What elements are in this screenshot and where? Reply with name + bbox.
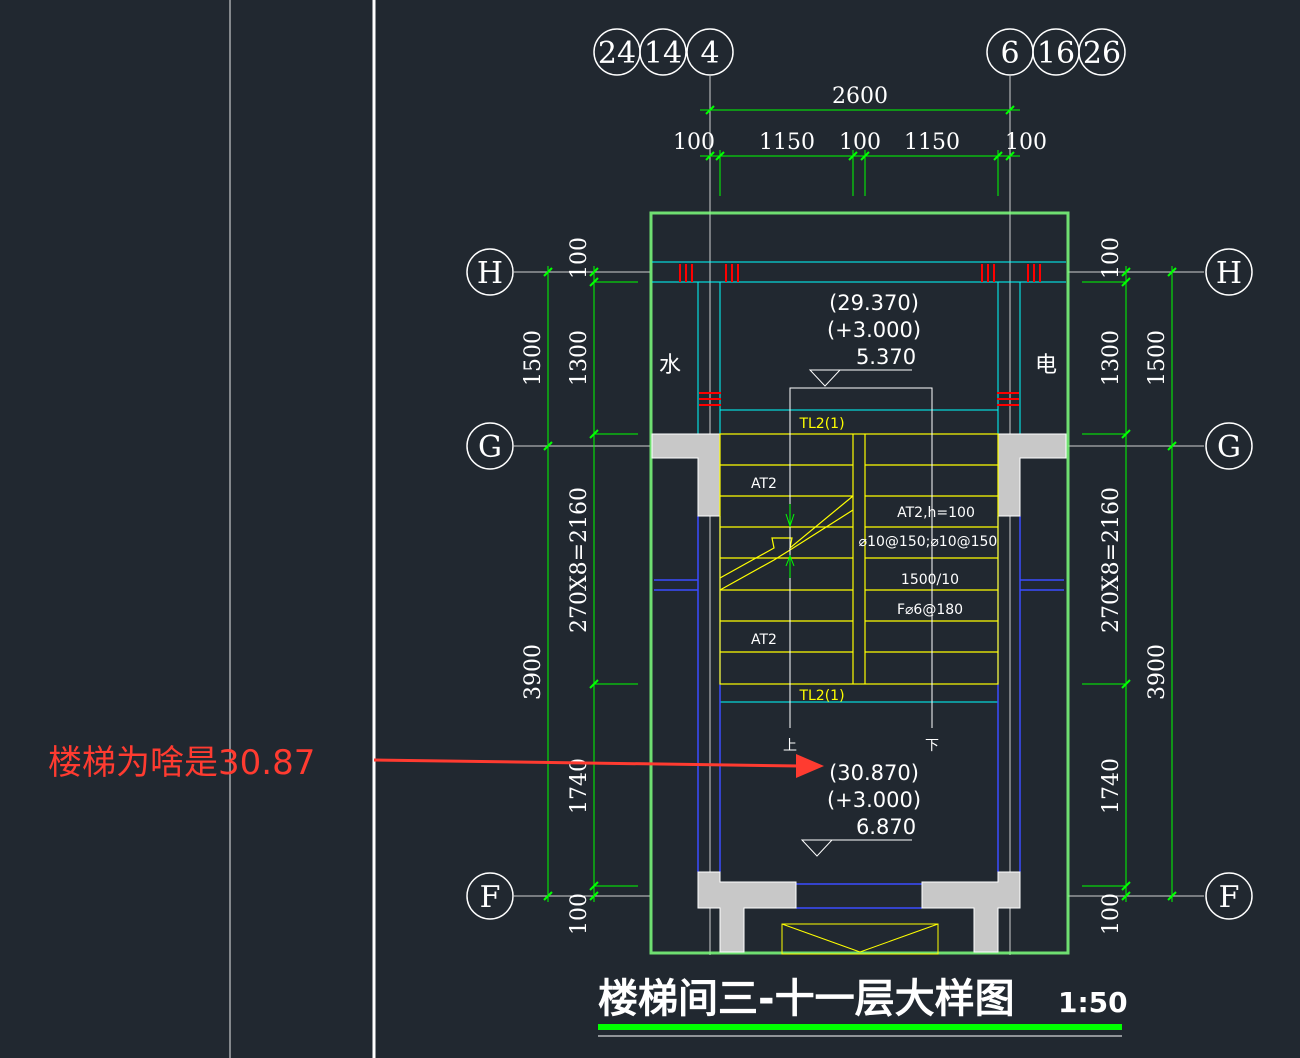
level-lower-line-3: 6.870 bbox=[856, 815, 916, 839]
dim-right-inner-3: 270X8=2160 bbox=[1099, 487, 1124, 633]
axis-label-6: 6 bbox=[1000, 36, 1019, 71]
level-upper-line-2: (+3.000) bbox=[827, 318, 921, 342]
level-marker-lower bbox=[800, 839, 912, 857]
dim-top-total: 2600 bbox=[832, 84, 888, 109]
label-at2-left-bottom: AT2 bbox=[751, 632, 777, 648]
stairwell-walls-blue bbox=[654, 516, 1064, 909]
dim-top-part-5: 100 bbox=[1005, 130, 1047, 155]
title-underline bbox=[598, 1024, 1122, 1030]
dim-top-part-4: 1150 bbox=[904, 130, 960, 155]
label-at2-left-top: AT2 bbox=[751, 476, 777, 492]
axis-label-f-left: F bbox=[480, 880, 501, 915]
label-tl2-top: TL2(1) bbox=[798, 416, 844, 432]
level-upper-line-3: 5.370 bbox=[856, 345, 916, 369]
axis-label-24: 24 bbox=[598, 36, 636, 71]
axis-label-g-right: G bbox=[1217, 430, 1241, 465]
axis-label-14: 14 bbox=[644, 36, 682, 71]
label-rebar-dist: F⌀6@180 bbox=[897, 602, 963, 618]
dim-right-inner-2: 1300 bbox=[1099, 330, 1124, 386]
dim-right-inner-1: 100 bbox=[1099, 237, 1124, 279]
side-dimension-lines bbox=[543, 266, 1177, 902]
user-annotation-text: 楼梯为啥是30.87 bbox=[48, 743, 315, 783]
label-down: 下 bbox=[925, 738, 939, 754]
walking-line bbox=[785, 387, 933, 728]
dim-left-inner-2: 1300 bbox=[567, 330, 592, 386]
dim-left-outer-2: 3900 bbox=[521, 644, 546, 700]
axis-label-26: 26 bbox=[1083, 36, 1121, 71]
label-rebar-ratio: 1500/10 bbox=[901, 572, 959, 588]
label-rebar-main: ⌀10@150;⌀10@150 bbox=[859, 534, 998, 550]
drawing-scale: 1:50 bbox=[1058, 986, 1128, 1019]
label-tl2-bottom: TL2(1) bbox=[798, 688, 844, 704]
dim-right-inner-4: 1740 bbox=[1099, 758, 1124, 814]
dim-top-part-2: 1150 bbox=[759, 130, 815, 155]
dim-left-inner-1: 100 bbox=[567, 237, 592, 279]
axis-label-4: 4 bbox=[700, 36, 719, 71]
stairwell-walls-cyan bbox=[652, 261, 1066, 703]
selection-highlight-frame[interactable] bbox=[649, 211, 1070, 955]
dim-left-inner-3: 270X8=2160 bbox=[567, 487, 592, 633]
label-water: 水 bbox=[659, 353, 681, 378]
axis-label-16: 16 bbox=[1037, 36, 1075, 71]
axis-bubbles-side bbox=[466, 248, 1253, 920]
label-electric: 电 bbox=[1035, 353, 1057, 378]
dim-top-part-3: 100 bbox=[839, 130, 881, 155]
axis-bubbles-top-left bbox=[593, 28, 734, 76]
level-lower-line-2: (+3.000) bbox=[827, 788, 921, 812]
level-lower-line-1: (30.870) bbox=[829, 761, 919, 785]
dim-top-part-1: 100 bbox=[673, 130, 715, 155]
dim-right-inner-5: 100 bbox=[1099, 893, 1124, 935]
axis-label-h-left: H bbox=[477, 256, 503, 291]
dim-right-outer-2: 3900 bbox=[1145, 644, 1170, 700]
axis-label-g-left: G bbox=[478, 430, 502, 465]
drawing-title: 楼梯间三-十一层大样图 bbox=[598, 976, 1015, 1022]
annotation-arrow bbox=[373, 754, 824, 778]
concrete-columns bbox=[651, 433, 1067, 953]
level-marker-upper bbox=[808, 369, 912, 387]
axis-bubbles-top-right bbox=[986, 28, 1126, 76]
door-opening bbox=[781, 923, 939, 955]
label-up: 上 bbox=[783, 738, 797, 754]
label-at2-spec: AT2,h=100 bbox=[897, 505, 975, 521]
dim-left-inner-5: 100 bbox=[567, 893, 592, 935]
axis-label-f-right: F bbox=[1219, 880, 1240, 915]
red-markers bbox=[679, 264, 1041, 406]
dim-left-inner-4: 1740 bbox=[567, 758, 592, 814]
dim-right-outer-1: 1500 bbox=[1145, 330, 1170, 386]
dim-left-outer-1: 1500 bbox=[521, 330, 546, 386]
axis-label-h-right: H bbox=[1216, 256, 1242, 291]
top-dimension-lines bbox=[700, 105, 1020, 196]
level-upper-line-1: (29.370) bbox=[829, 291, 919, 315]
